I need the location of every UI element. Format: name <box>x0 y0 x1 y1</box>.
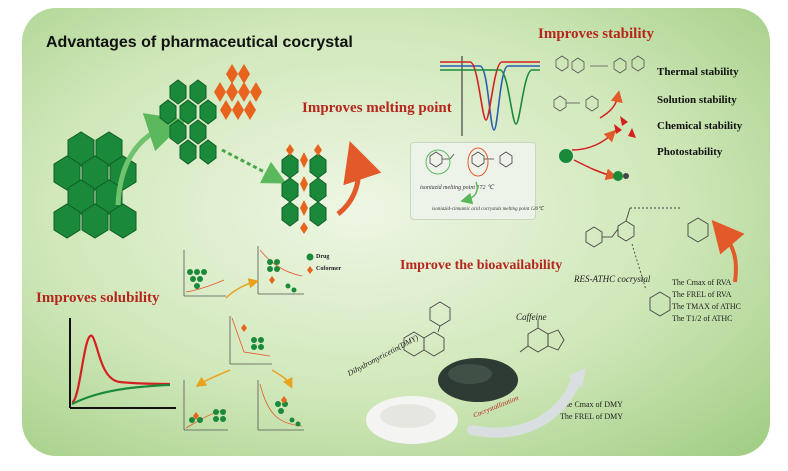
res-athc-structure <box>585 207 709 317</box>
reaction-arrow-icon <box>571 129 617 151</box>
dmy-effect-item: The FREL of DMY <box>560 412 624 421</box>
dmy-molecule <box>403 301 451 357</box>
separated-drug-crystal <box>159 79 217 165</box>
stability-molecules <box>553 55 645 112</box>
degradation-triangle <box>614 116 636 138</box>
stability-heading: Improves stability <box>538 26 654 42</box>
figure-title: Advantages of pharmaceutical cocrystal <box>46 34 353 51</box>
cocrystal-lattice <box>281 144 327 234</box>
res-effect-item: The FREL of RVA <box>672 290 732 299</box>
stability-item: Photostability <box>657 146 723 158</box>
drug-particle <box>559 149 573 163</box>
drug-particle <box>613 171 623 181</box>
legend-drug-icon <box>306 253 314 261</box>
solubility-plot <box>69 318 176 409</box>
res-effect-item: The T1/2 of ATHC <box>672 314 733 323</box>
drug-particle-cluster <box>187 259 301 427</box>
res-effect-item: The TMAX of ATHC <box>672 302 741 311</box>
res-effect-item: The Cmax of RVA <box>672 278 732 287</box>
legend-drug-label: Drug <box>316 254 330 260</box>
melting-note-2: isoniazid-cinnamic acid cocrystals melti… <box>432 207 544 212</box>
coformer-particle <box>623 173 629 179</box>
solubility-heading: Improves solubility <box>36 290 160 306</box>
orange-arrow-icon <box>336 141 382 216</box>
res-arrow-icon <box>711 219 745 283</box>
caffeine-label: Caffeine <box>516 312 547 322</box>
highlight-ring <box>467 147 489 177</box>
melting-heading: Improves melting point <box>302 100 452 116</box>
caffeine-molecule <box>519 320 565 353</box>
stability-item: Chemical stability <box>657 120 743 132</box>
melting-note-1: isoniazid melting point 172 ℃ <box>420 185 494 191</box>
dashed-arrow-icon <box>221 148 287 184</box>
background-panel <box>22 8 770 456</box>
legend-coformer-label: Coformer <box>316 266 342 272</box>
highlight-ring <box>425 149 451 175</box>
stability-item: Thermal stability <box>657 66 739 78</box>
curved-arrow-icon <box>115 113 188 206</box>
res-athc-label: RES-ATHC cocrystal <box>574 274 651 284</box>
dmy-effect-item: The Cmax of DMY <box>560 400 623 409</box>
coformer-crystal <box>214 64 262 120</box>
reaction-arrow-icon <box>599 90 623 119</box>
cocrystallization-arrow-icon <box>467 375 581 438</box>
isoniazid-molecule <box>429 151 513 168</box>
transition-arrow-icon <box>225 278 260 299</box>
legend-coformer-icon <box>307 266 313 274</box>
note-arrow-icon <box>460 181 478 205</box>
reaction-arrow-icon <box>573 159 618 181</box>
coformer-particle-cluster <box>193 276 287 420</box>
transition-arrow-icon <box>271 369 293 389</box>
dsc-thermogram <box>440 56 540 136</box>
bioavailability-heading: Improve the bioavailability <box>400 258 563 273</box>
transition-arrow-icon <box>195 369 231 387</box>
stability-item: Solution stability <box>657 94 737 106</box>
drug-crystal-lattice <box>53 131 137 239</box>
